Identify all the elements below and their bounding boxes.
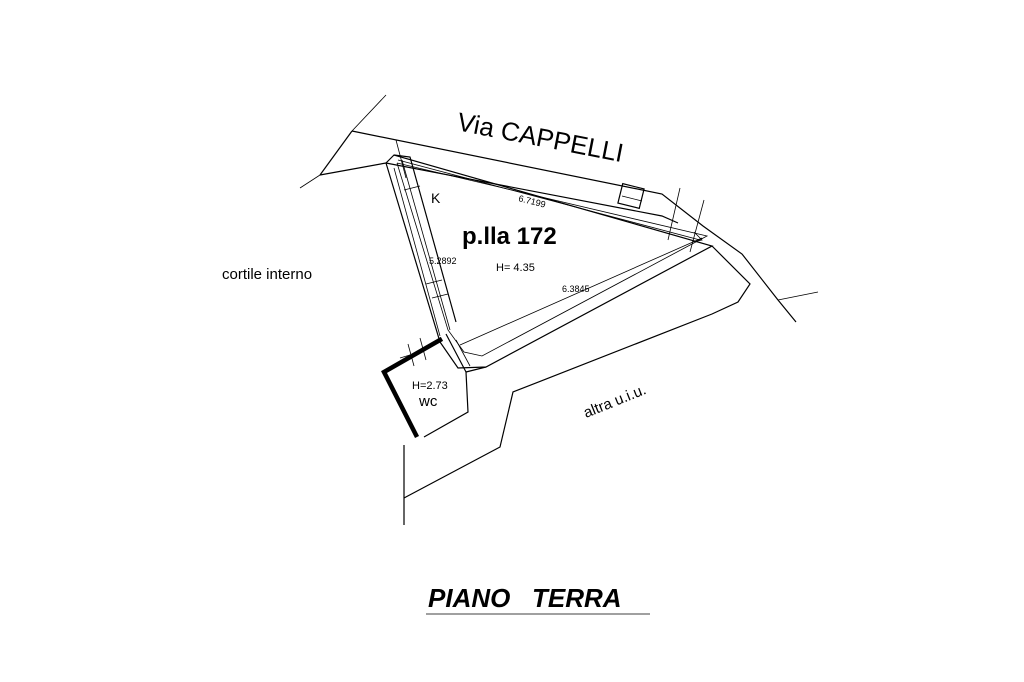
dimension-lines [395, 139, 705, 367]
other-unit-label: altra u.i.u. [581, 381, 648, 421]
wc-height-label: H=2.73 [412, 380, 448, 392]
parcel-label: p.lla 172 [462, 223, 557, 250]
floor-title: PIANO TERRA [428, 583, 622, 613]
dimension-left-label: 5.2892 [429, 256, 457, 266]
dimension-top-label: 6.7199 [518, 193, 547, 209]
street-band [299, 94, 819, 323]
wc-label: wc [418, 393, 438, 410]
dimension-bottom-label: 6.3845 [562, 284, 590, 294]
courtyard-label: cortile interno [222, 266, 312, 283]
room-height-label: H= 4.35 [496, 262, 535, 274]
k-label: K [431, 190, 441, 206]
other-unit-boundary [403, 245, 751, 525]
street-label: Via CAPPELLI [455, 106, 626, 168]
wc-room [381, 333, 469, 439]
